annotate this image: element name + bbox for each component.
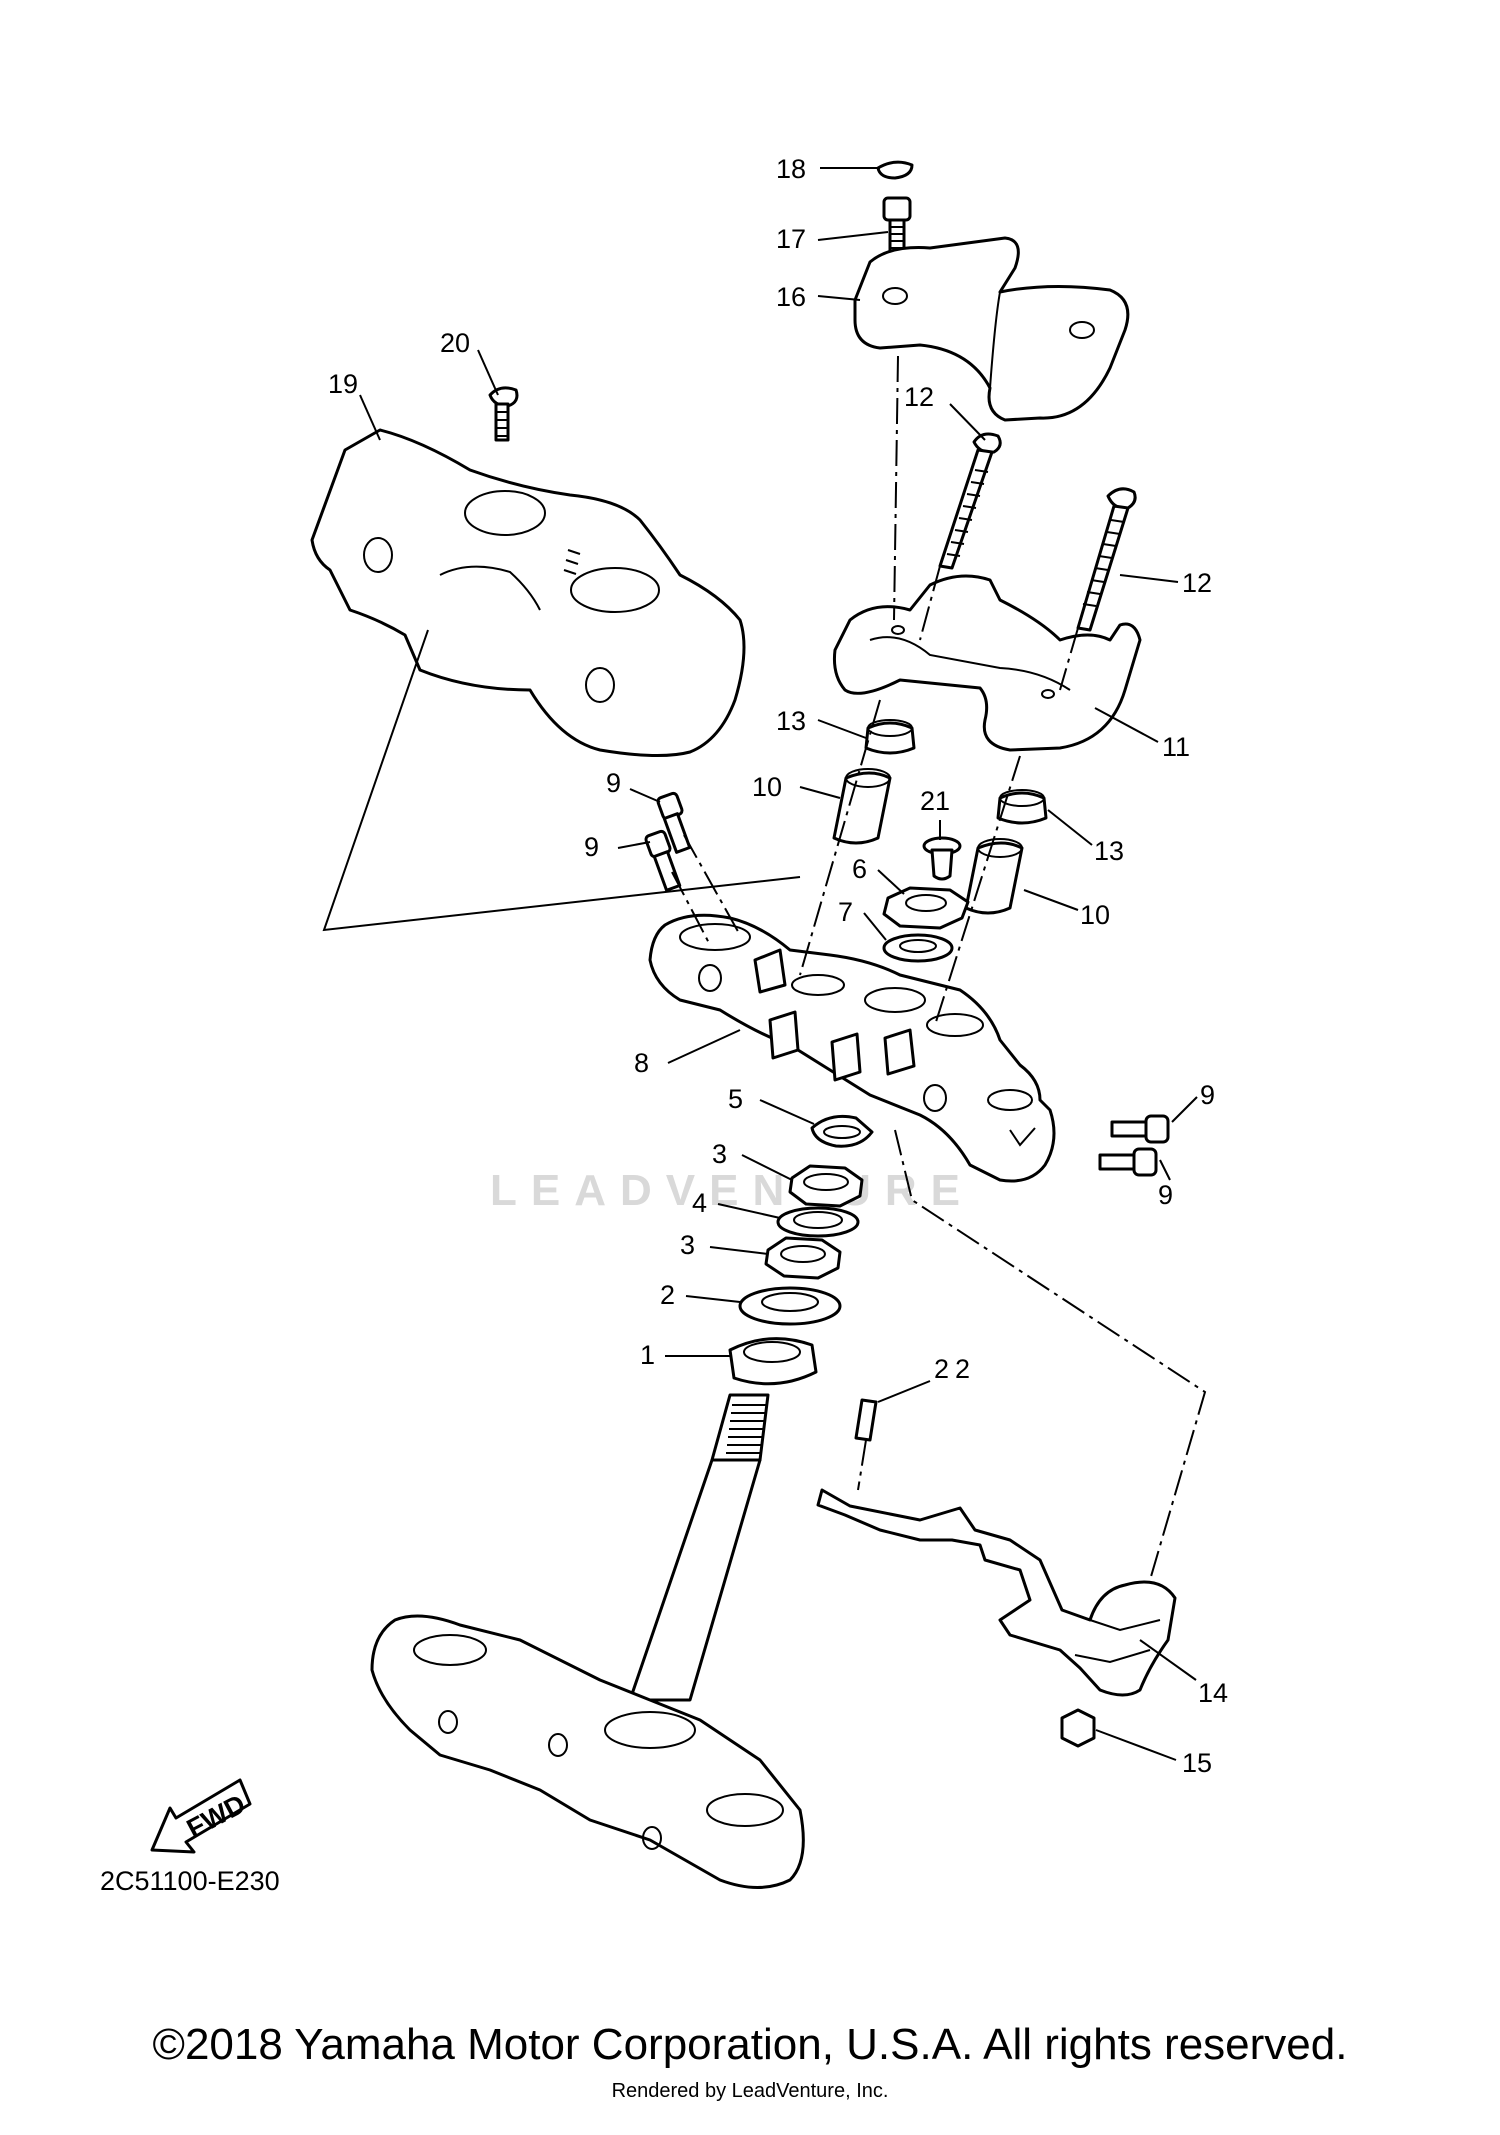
part-4-rubber-washer <box>776 1206 860 1238</box>
callout-9-c: 9 <box>1200 1080 1215 1110</box>
callout-labels: 18 17 16 20 19 12 12 11 13 13 10 10 21 6… <box>100 154 1228 1896</box>
refline-13-8-right <box>934 755 1021 1026</box>
callout-9-b: 9 <box>584 832 599 862</box>
part-5-lock-washer <box>810 1114 874 1148</box>
leader-lines <box>359 167 1198 1761</box>
callout-2: 2 <box>660 1280 675 1310</box>
callout-1: 1 <box>640 1340 655 1370</box>
refline-12-11-b <box>1059 627 1079 691</box>
refline-12-11-a <box>919 565 941 641</box>
fwd-arrow-badge: FWD <box>150 1778 252 1854</box>
part-20-screw <box>488 386 519 442</box>
part-9-bolt-right-upper <box>1110 1114 1170 1144</box>
rendered-by-note: Rendered by LeadVenture, Inc. <box>611 2080 889 2102</box>
callout-9-a: 9 <box>606 768 621 798</box>
callout-22: 22 <box>934 1354 976 1384</box>
callout-13-left: 13 <box>776 706 806 736</box>
callout-12-lower: 12 <box>1182 568 1212 598</box>
part-12-bolt-b <box>1076 487 1137 632</box>
callout-8: 8 <box>634 1048 649 1078</box>
part-19-cover <box>310 428 746 758</box>
refline-9-lower <box>671 871 711 946</box>
part-9-bolt-right-lower <box>1098 1147 1158 1177</box>
callout-7: 7 <box>838 897 853 927</box>
callout-18: 18 <box>776 154 806 184</box>
callout-21: 21 <box>920 786 950 816</box>
callout-17: 17 <box>776 224 806 254</box>
callout-10-left: 10 <box>752 772 782 802</box>
callout-12-upper: 12 <box>904 382 934 412</box>
part-13-collar-right <box>996 789 1048 825</box>
callout-6: 6 <box>852 854 867 884</box>
diagram-code: 2C51100-E230 <box>100 1866 280 1896</box>
callout-11: 11 <box>1162 732 1190 762</box>
callout-10-right: 10 <box>1080 900 1110 930</box>
part-12-bolt-a <box>938 432 1002 570</box>
callout-14: 14 <box>1198 1678 1228 1708</box>
refline-8-14 <box>894 1129 1207 1581</box>
callout-19: 19 <box>328 369 358 399</box>
callout-20: 20 <box>440 328 470 358</box>
part-9-bolt-lower-left <box>644 829 682 892</box>
refline-22-14 <box>857 1439 867 1491</box>
callout-9-d: 9 <box>1158 1180 1173 1210</box>
part-7-washer <box>882 933 954 963</box>
callout-5: 5 <box>728 1084 743 1114</box>
part-3-ring-nut-lower <box>764 1236 842 1280</box>
part-14-bracket <box>816 1488 1177 1697</box>
part-1-bearing <box>728 1337 818 1386</box>
refline-19-8 <box>322 629 801 932</box>
under-bracket-with-steering-stem <box>370 1393 805 1889</box>
callout-4: 4 <box>692 1188 707 1218</box>
part-10-damper-left <box>832 768 892 845</box>
watermark: LEADVENTURE <box>490 1166 974 1215</box>
part-10-damper-right <box>964 838 1024 915</box>
refline-16-11 <box>893 355 899 621</box>
part-17-bolt <box>882 196 912 254</box>
part-21-collar <box>922 836 962 881</box>
part-22-pin <box>854 1398 878 1442</box>
part-18-cap <box>876 160 914 180</box>
part-8-upper-bracket <box>648 913 1056 1183</box>
part-9-bolt-upper-left <box>656 791 692 854</box>
part-16-upper-handlebar-holder <box>853 236 1130 422</box>
part-13-collar-left <box>864 719 916 755</box>
callout-3-lower: 3 <box>680 1230 695 1260</box>
part-6-nut <box>882 886 970 930</box>
part-15-nut <box>1060 1708 1096 1748</box>
refline-9-upper <box>683 834 741 936</box>
part-11-lower-handlebar-holder <box>833 574 1142 752</box>
refline-13-8-left <box>799 699 881 976</box>
callout-16: 16 <box>776 282 806 312</box>
callout-15: 15 <box>1182 1748 1212 1778</box>
callout-13-right: 13 <box>1094 836 1124 866</box>
callout-3-upper: 3 <box>712 1139 727 1169</box>
part-2-bearing-cover <box>738 1286 842 1326</box>
copyright-footer: ©2018 Yamaha Motor Corporation, U.S.A. A… <box>152 2020 1348 2069</box>
part-3-ring-nut-upper <box>788 1164 864 1208</box>
